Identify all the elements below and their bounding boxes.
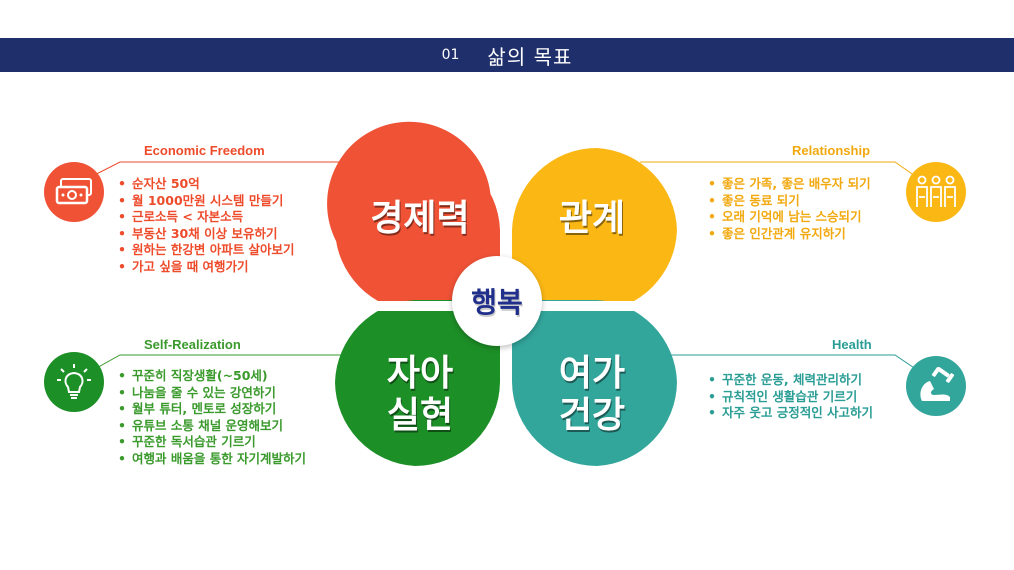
leaf-relationship-label: 관계 — [558, 198, 626, 239]
list-item: 오래 기억에 남는 스승되기 — [708, 209, 871, 226]
list-health: 꾸준한 운동, 체력관리하기 규칙적인 생활습관 기르기 자주 웃고 긍정적인 … — [708, 372, 873, 422]
list-item: 순자산 50억 — [118, 176, 295, 193]
list-item: 부동산 30채 이상 보유하기 — [118, 226, 295, 243]
petal-economic-fill — [335, 147, 500, 312]
leaf-health-label: 여가 건강 — [522, 355, 662, 435]
leaf-self-label: 자아 실현 — [350, 355, 490, 435]
list-item: 가고 싶을 때 여행가기 — [118, 259, 295, 276]
leaf-health-line1: 여가 — [558, 353, 626, 394]
title-bar: 01 삶의 목표 — [0, 38, 1014, 72]
section-label-self: Self-Realization — [144, 337, 241, 352]
lightbulb-icon — [44, 352, 104, 412]
list-item: 규칙적인 생활습관 기르기 — [708, 389, 873, 406]
section-label-economic: Economic Freedom — [144, 143, 265, 158]
leaf-economic-label: 경제력 — [370, 198, 470, 239]
petal-self-fill — [335, 300, 500, 466]
list-item: 원하는 한강변 아파트 살아보기 — [118, 242, 295, 259]
petal-relationship-fill — [512, 147, 677, 312]
list-item: 꾸준한 운동, 체력관리하기 — [708, 372, 873, 389]
people-icon — [906, 162, 966, 222]
list-item: 꾸준한 독서습관 기르기 — [118, 434, 306, 451]
list-item: 자주 웃고 긍정적인 사고하기 — [708, 405, 873, 422]
center-circle: 행복 — [452, 256, 542, 346]
section-number: 01 — [441, 47, 460, 63]
money-icon — [44, 162, 104, 222]
list-relationship: 좋은 가족, 좋은 배우자 되기 좋은 동료 되기 오래 기억에 남는 스승되기… — [708, 176, 871, 242]
list-item: 근로소득 < 자본소득 — [118, 209, 295, 226]
list-item: 좋은 동료 되기 — [708, 193, 871, 210]
section-label-relationship: Relationship — [792, 143, 871, 158]
section-label-health: Health — [832, 337, 872, 352]
strong-arm-icon — [906, 356, 966, 416]
leaf-health-line2: 건강 — [558, 394, 626, 436]
list-item: 여행과 배움을 통한 자기계발하기 — [118, 451, 306, 468]
leaf-self-line1: 자아 — [386, 353, 454, 394]
list-item: 좋은 가족, 좋은 배우자 되기 — [708, 176, 871, 193]
list-item: 유튜브 소통 채널 운영해보기 — [118, 418, 306, 435]
list-item: 좋은 인간관계 유지하기 — [708, 226, 871, 243]
petal-health-fill — [512, 300, 677, 466]
leaf-self-line2: 실현 — [386, 394, 454, 436]
center-label: 행복 — [471, 286, 523, 319]
list-economic: 순자산 50억 월 1000만원 시스템 만들기 근로소득 < 자본소득 부동산… — [118, 176, 295, 275]
list-item: 나눔을 줄 수 있는 강연하기 — [118, 385, 306, 402]
list-item: 월 1000만원 시스템 만들기 — [118, 193, 295, 210]
list-self: 꾸준히 직장생활(~50세) 나눔을 줄 수 있는 강연하기 월부 튜터, 멘토… — [118, 368, 306, 467]
list-item: 꾸준히 직장생활(~50세) — [118, 368, 306, 385]
list-item: 월부 튜터, 멘토로 성장하기 — [118, 401, 306, 418]
page-title: 삶의 목표 — [487, 44, 573, 69]
